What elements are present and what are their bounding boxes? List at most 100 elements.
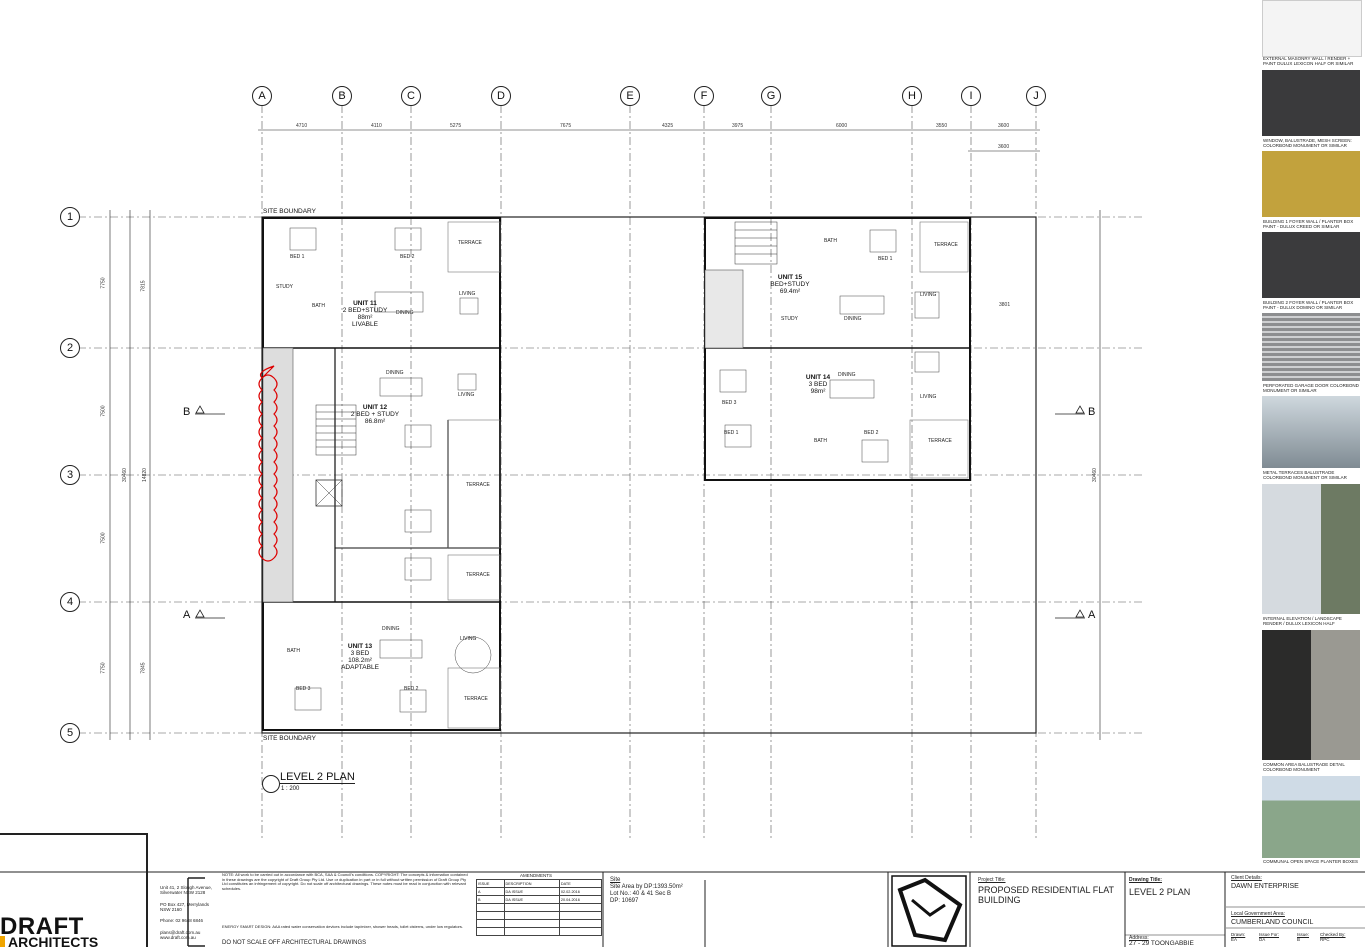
room-label: LIVING	[920, 292, 937, 298]
checked-value: RPC	[1320, 937, 1330, 942]
plan-title-marker	[262, 775, 280, 793]
address-label: Address:	[1129, 935, 1149, 941]
energy-note: ENERGY SMART DESIGN: AAA rated water con…	[222, 924, 463, 929]
general-notes: NOTE: All work to be carried out in acco…	[222, 873, 468, 891]
unit-extra: LIVABLE	[352, 321, 378, 328]
room-label: BATH	[287, 648, 300, 654]
material-caption: COMMUNAL OPEN SPACE PLANTER BOXES	[1263, 859, 1359, 864]
swatch-fill	[1262, 313, 1360, 381]
amendments-table: ISSUE DESCRIPTION DATE A DA ISSUE 02.02.…	[476, 879, 603, 936]
swatch-fill	[1262, 630, 1360, 760]
dim-inner-2: 14820	[141, 468, 148, 482]
unit-area: 108.2m²	[348, 657, 372, 664]
section-a-left: A	[183, 609, 191, 621]
drawn-label: Drawn:	[1231, 932, 1246, 937]
firm-logo-architects: ARCHITECTS	[8, 934, 99, 950]
table-row	[476, 919, 603, 928]
amend-header: DATE	[558, 879, 603, 888]
room-label: BED 1	[724, 430, 739, 436]
swatch-fill	[1262, 0, 1362, 57]
plan-scale: 1 : 200	[281, 786, 300, 792]
room-label: TERRACE	[464, 696, 488, 702]
lga-label: Local Government Area:	[1231, 911, 1285, 917]
dim-ab: 4710	[296, 123, 308, 129]
material-caption: EXTERNAL MASONRY WALL / RENDER + PAINT D…	[1263, 56, 1354, 66]
dim-inner-1: 7815	[140, 280, 147, 292]
room-label: BATH	[814, 438, 827, 444]
dim-ef: 4325	[662, 123, 674, 129]
amend-cell: 02.02.2016	[558, 887, 603, 896]
dim-ij-sub: 3600	[998, 144, 1010, 150]
room-label: TERRACE	[466, 572, 490, 578]
amend-cell: 20.04.2016	[558, 895, 603, 904]
section-b-right: B	[1088, 406, 1096, 418]
material-swatch: BUILDING 2 FOYER WALL / PLANTER BOX PAIN…	[1262, 232, 1360, 312]
grid-bubble-j: J	[1026, 86, 1046, 106]
swatch-fill	[1262, 776, 1360, 858]
amend-cell: DA ISSUE	[503, 887, 560, 896]
unit-15-label: UNIT 15 BED+STUDY 69.4m²	[768, 274, 812, 295]
firm-web: www.draft.com.au	[160, 935, 196, 940]
unit-area: 86.8m²	[364, 418, 386, 425]
grid-bubble-i: I	[961, 86, 981, 106]
unit-name: UNIT 15	[777, 274, 803, 281]
unit-type: 3 BED	[350, 650, 370, 657]
site-dp: DP: 10697	[610, 898, 639, 904]
material-swatch: WINDOW, BALUSTRADE, MESH SCREEN: COLORBO…	[1262, 70, 1360, 150]
site-boundary-top: SITE BOUNDARY	[263, 208, 316, 215]
address-value: 27 - 29 TOONGABBIE	[1129, 940, 1194, 947]
amend-cell: A	[476, 887, 505, 896]
room-label: BED 1	[290, 254, 305, 260]
section-b-left: B	[183, 406, 191, 418]
amendments-title: AMENDMENTS	[520, 873, 553, 878]
dim-row-34: 7500	[100, 532, 107, 544]
room-label: BED 2	[864, 430, 879, 436]
firm-logo-box	[0, 833, 148, 947]
room-label: BED 3	[296, 686, 311, 692]
material-swatch: EXTERNAL MASONRY WALL / RENDER + PAINT D…	[1262, 0, 1362, 70]
room-label: BED 1	[878, 256, 893, 262]
grid-bubble-a: A	[252, 86, 272, 106]
room-label: TERRACE	[458, 240, 482, 246]
dim-gh: 6000	[836, 123, 848, 129]
material-caption: METAL TERRACES BALUSTRADE COLORBOND MONU…	[1263, 470, 1347, 480]
grid-bubble-2: 2	[60, 338, 80, 358]
checked-label: Checked By:	[1320, 932, 1346, 937]
client-name: DAWN ENTERPRISE	[1231, 883, 1299, 890]
lga-value: CUMBERLAND COUNCIL	[1231, 919, 1314, 926]
grid-bubble-3: 3	[60, 465, 80, 485]
unit-area: 88m²	[357, 314, 373, 321]
room-label: BED 2	[404, 686, 419, 692]
firm-logo-draft: DRAFT	[0, 913, 84, 940]
material-caption: INTERNAL ELEVATION / LANDSCAPE RENDER / …	[1263, 616, 1342, 626]
amend-cell: B	[476, 895, 505, 904]
unit-area: 69.4m²	[779, 288, 801, 295]
material-swatch: METAL TERRACES BALUSTRADE COLORBOND MONU…	[1262, 396, 1360, 482]
dim-hi: 3550	[936, 123, 948, 129]
room-label: LIVING	[920, 394, 937, 400]
unit-area: 98m²	[810, 388, 826, 395]
room-label: STUDY	[276, 284, 293, 290]
site-boundary-bottom: SITE BOUNDARY	[263, 735, 316, 742]
grid-bubble-h: H	[902, 86, 922, 106]
drawing-title: LEVEL 2 PLAN	[1129, 887, 1191, 897]
issue-for-label: Issue For:	[1259, 932, 1280, 937]
dim-cd: 5275	[450, 123, 462, 129]
table-row: A DA ISSUE 02.02.2016	[476, 887, 603, 896]
dim-row-45: 7750	[100, 662, 107, 674]
dim-right-label: 3801	[999, 302, 1011, 308]
material-caption: BUILDING 1 FOYER WALL / PLANTER BOX PAIN…	[1263, 219, 1354, 229]
room-label: BATH	[824, 238, 837, 244]
amend-cell: DA ISSUE	[503, 895, 560, 904]
unit-extra: ADAPTABLE	[341, 664, 379, 671]
material-caption: WINDOW, BALUSTRADE, MESH SCREEN: COLORBO…	[1263, 138, 1352, 148]
material-swatch: PERFORATED GARAGE DOOR COLORBOND MONUMEN…	[1262, 313, 1360, 395]
firm-logo-accent	[0, 936, 5, 947]
room-label: DINING	[844, 316, 862, 322]
no-scale-note: DO NOT SCALE OFF ARCHITECTURAL DRAWINGS	[222, 940, 367, 946]
room-label: TERRACE	[466, 482, 490, 488]
amend-header: DESCRIPTION	[503, 879, 560, 888]
room-label: DINING	[382, 626, 400, 632]
unit-14-label: UNIT 14 3 BED 98m²	[800, 374, 836, 395]
swatch-fill	[1262, 151, 1360, 217]
